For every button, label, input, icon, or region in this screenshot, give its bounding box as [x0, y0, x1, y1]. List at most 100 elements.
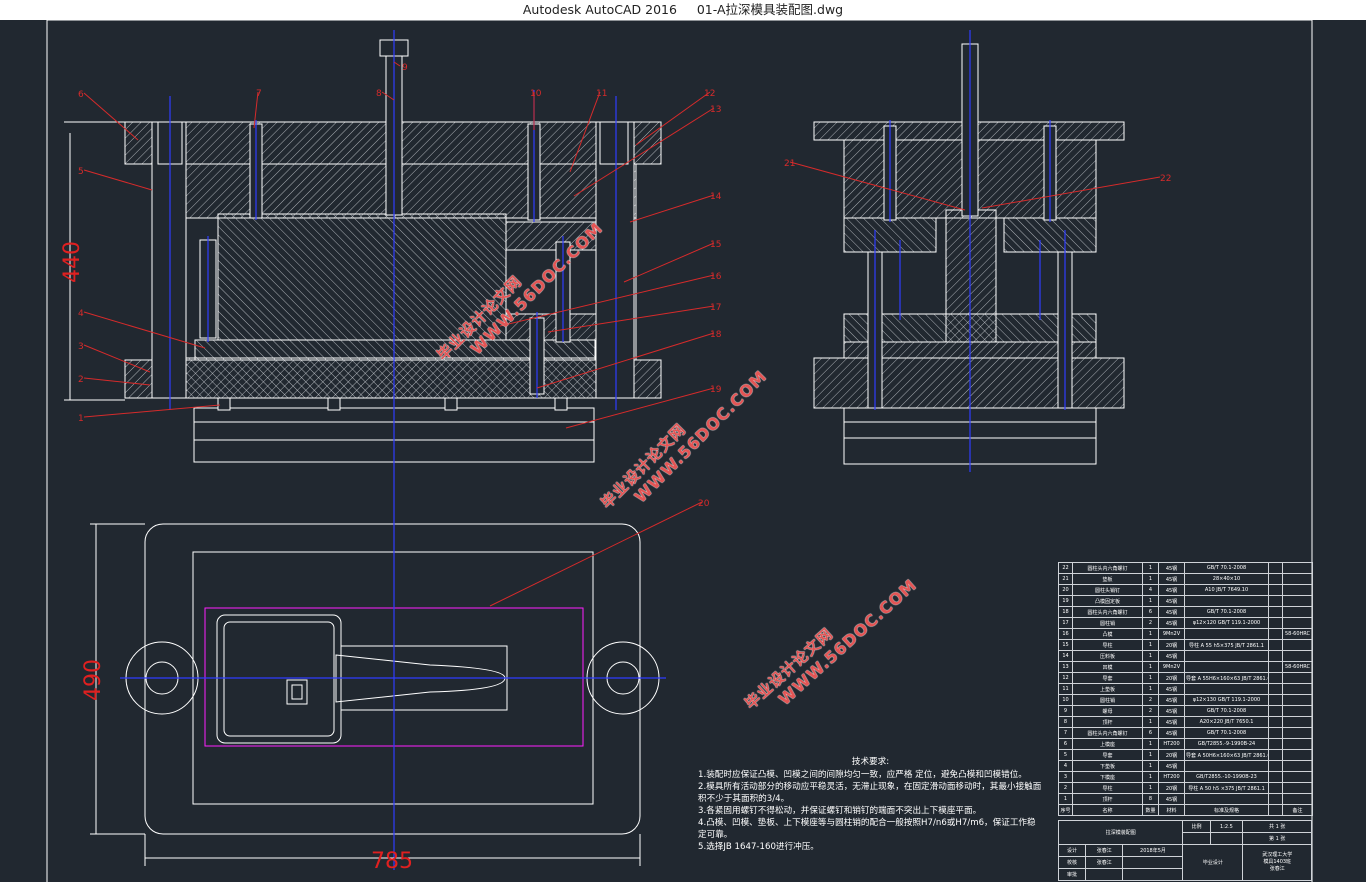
svg-text:7: 7 — [256, 89, 262, 99]
tb-scale-label: 比例 — [1182, 820, 1211, 833]
tb-drawing-name: 拉深模装配图 — [1057, 820, 1184, 845]
bom-cell: GB/T 70.1-2008 — [1184, 606, 1269, 618]
bom-cell: 45钢 — [1158, 595, 1185, 607]
bom-cell: GB/T 70.1-2008 — [1184, 705, 1269, 717]
bom-cell: 1 — [1058, 793, 1073, 805]
bom-cell: 17 — [1058, 617, 1073, 629]
tb-school: 武汉理工大学 — [1262, 852, 1293, 858]
tb-class: 模具1403班 — [1263, 859, 1292, 865]
bom-cell — [1268, 639, 1283, 651]
bom-cell: A20×220 JB/T 7650.1 — [1184, 716, 1269, 728]
bom-cell: 数量 — [1142, 804, 1159, 816]
bom-cell — [1268, 804, 1283, 816]
tb-sheet-no: 第 1 张 — [1242, 832, 1312, 845]
bom-cell: 垫板 — [1072, 573, 1143, 585]
bom-cell — [1184, 683, 1269, 695]
bom-cell — [1268, 683, 1283, 695]
bom-cell — [1268, 606, 1283, 618]
bom-cell: 58-60HRC — [1282, 661, 1313, 673]
tb-student: 张春江 — [1269, 866, 1285, 872]
svg-text:12: 12 — [704, 89, 715, 99]
bom-cell — [1268, 705, 1283, 717]
bom-cell: 1 — [1142, 760, 1159, 772]
bom-cell: 压料板 — [1072, 650, 1143, 662]
svg-text:5: 5 — [78, 167, 84, 177]
bom-cell: 45钢 — [1158, 650, 1185, 662]
bom-cell — [1282, 584, 1313, 596]
leader-lines — [83, 61, 1161, 607]
bom-cell: 45钢 — [1158, 760, 1185, 772]
bom-cell: 45钢 — [1158, 562, 1185, 574]
tb-sheets: 共 1 张 — [1242, 820, 1312, 833]
svg-text:16: 16 — [710, 272, 722, 282]
svg-text:21: 21 — [784, 159, 795, 169]
bom-cell: GB/T 70.1-2008 — [1184, 727, 1269, 739]
bom-cell: 1 — [1142, 716, 1159, 728]
bom-cell: 6 — [1058, 738, 1073, 750]
dim-490-text: 490 — [81, 659, 106, 701]
bom-cell — [1268, 771, 1283, 783]
bom-cell — [1268, 727, 1283, 739]
bom-cell: 1 — [1142, 738, 1159, 750]
bom-cell: 4 — [1142, 584, 1159, 596]
bom-cell: 1 — [1142, 639, 1159, 651]
bom-cell — [1268, 628, 1283, 640]
bom-cell — [1268, 595, 1283, 607]
bom-cell: 20钢 — [1158, 749, 1185, 761]
drawing-frame — [46, 20, 1313, 882]
bom-cell: 导套 A 55H6×160×63 JB/T 2861.6 — [1184, 672, 1269, 684]
bom-cell: 序号 — [1058, 804, 1073, 816]
svg-text:15: 15 — [710, 240, 721, 250]
side-centerlines — [874, 30, 1066, 472]
bom-cell — [1268, 584, 1283, 596]
bom-cell: 2 — [1142, 617, 1159, 629]
bom-cell: φ12×130 GB/T 119.1-2000 — [1184, 694, 1269, 706]
tech-item-3: 3.各紧固用螺钉不得松动，并保证螺钉和销钉的端面不突出上下模座平面。 — [698, 806, 982, 816]
svg-text:4: 4 — [78, 309, 84, 319]
bom-cell — [1282, 672, 1313, 684]
svg-text:22: 22 — [1160, 174, 1171, 184]
front-section-view — [124, 39, 662, 463]
bom-cell — [1268, 782, 1283, 794]
bom-cell: 8 — [1142, 793, 1159, 805]
dim-440: 440 — [60, 121, 125, 401]
bom-cell: 10 — [1058, 694, 1073, 706]
bom-cell — [1268, 694, 1283, 706]
bom-cell: 45钢 — [1158, 573, 1185, 585]
tech-requirements: 技术要求: 1.装配时应保证凸模、凹模之间的间隙均匀一致，应严格 定位，避免凸模… — [698, 756, 1043, 853]
svg-text:19: 19 — [710, 385, 722, 395]
svg-text:13: 13 — [710, 105, 721, 115]
bom-cell: 19 — [1058, 595, 1073, 607]
bom-cell: 顶杆 — [1072, 716, 1143, 728]
bom-cell — [1268, 749, 1283, 761]
bom-cell: 3 — [1058, 771, 1073, 783]
bom-cell: 2 — [1142, 694, 1159, 706]
bom-cell: 1 — [1142, 661, 1159, 673]
svg-text:14: 14 — [710, 192, 722, 202]
bom-cell: GB/T 70.1-2008 — [1184, 562, 1269, 574]
drawing-canvas[interactable]: 440 — [0, 20, 1366, 882]
bom-cell: 45钢 — [1158, 606, 1185, 618]
bom-cell: 12 — [1058, 672, 1073, 684]
bom-cell: φ12×120 GB/T 119.1-2000 — [1184, 617, 1269, 629]
bom-cell: 9Mn2V — [1158, 628, 1185, 640]
tb-date: 2018年5月 — [1122, 844, 1184, 857]
dim-785: 785 — [144, 834, 641, 874]
bom-cell: 58-60HRC — [1282, 628, 1313, 640]
bom-cell: 下模座 — [1072, 771, 1143, 783]
bom-cell: 9Mn2V — [1158, 661, 1185, 673]
bom-cell — [1184, 650, 1269, 662]
tb-scale: 1:2.5 — [1209, 820, 1244, 833]
bom-cell: 45钢 — [1158, 793, 1185, 805]
tech-item-1: 1.装配时应保证凸模、凹模之间的间隙均匀一致，应严格 定位，避免凸模和凹模错位。 — [698, 770, 1027, 780]
svg-text:1: 1 — [78, 414, 84, 424]
bom-cell: 下垫板 — [1072, 760, 1143, 772]
